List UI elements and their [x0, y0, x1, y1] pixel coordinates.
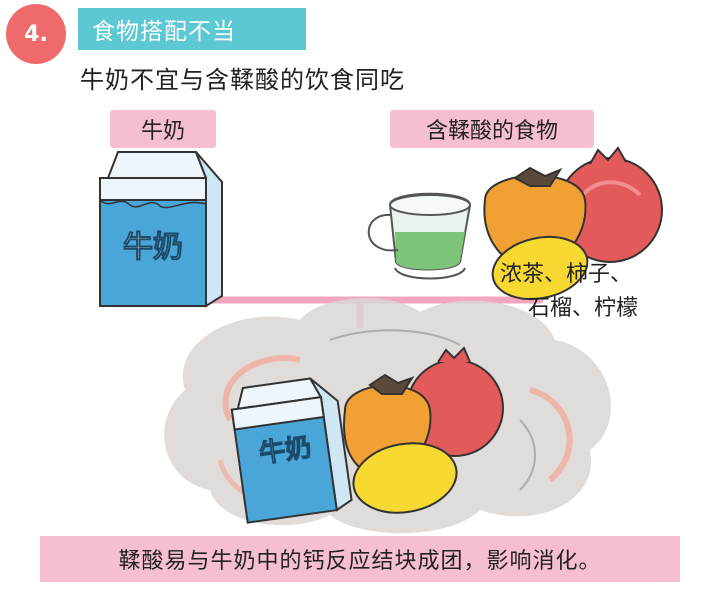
food-list-line-1: 浓茶、柿子、 — [500, 262, 633, 287]
bottom-note: 鞣酸易与牛奶中的钙反应结块成团，影响消化。 — [40, 536, 680, 582]
food-list: 浓茶、柿子、 石榴、柠檬 — [500, 258, 638, 326]
lemon-icon — [491, 236, 589, 300]
step-number-badge: 4. — [6, 4, 66, 64]
milk-carton-label: 牛奶 — [123, 230, 184, 266]
milk-carton-mixed-icon — [230, 377, 353, 524]
milk-carton-icon — [99, 151, 223, 308]
oxalic-food-tag: 含鞣酸的食物 — [390, 110, 594, 148]
tea-cup-icon — [367, 192, 472, 280]
food-list-line-2: 石榴、柠檬 — [528, 296, 639, 321]
subtitle: 牛奶不宜与含鞣酸的饮食同吃 — [80, 66, 405, 94]
milk-tag: 牛奶 — [110, 110, 216, 148]
section-title: 食物搭配不当 — [78, 8, 306, 50]
lemon-mixed-icon — [352, 442, 458, 514]
